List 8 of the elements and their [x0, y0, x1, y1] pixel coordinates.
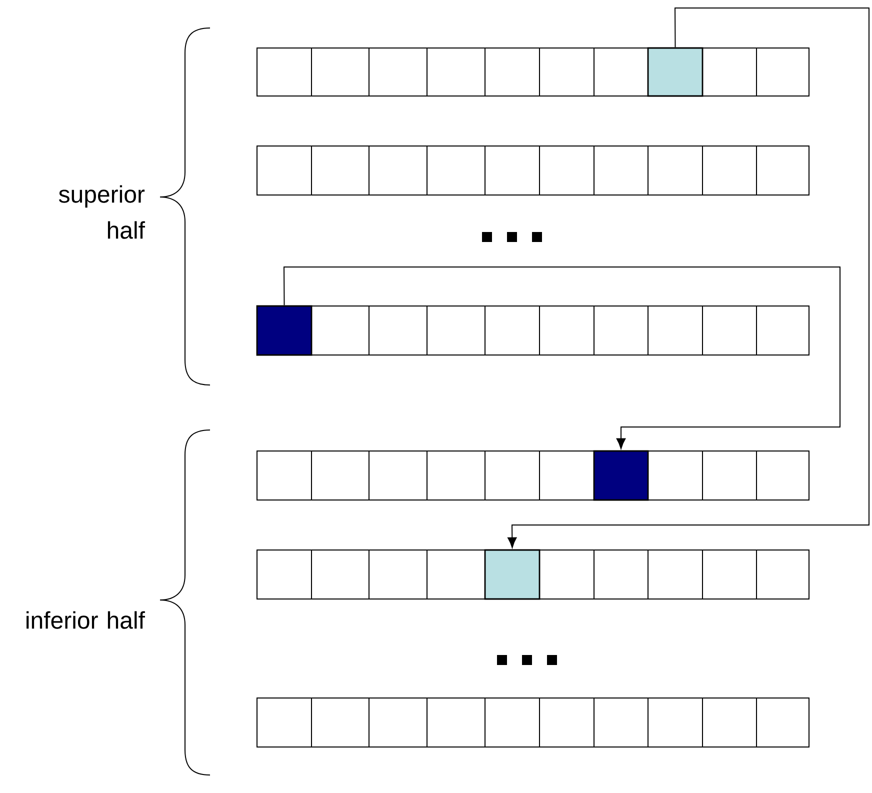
side-label: superior half — [58, 185, 146, 239]
side-label: inferior half — [26, 611, 145, 629]
highlighted-cell — [484, 549, 540, 600]
highlighted-cell — [593, 450, 649, 501]
connector-arrow — [508, 8, 870, 548]
highlighted-cell — [256, 305, 312, 356]
highlighted-cell — [647, 47, 704, 97]
connector-arrow — [284, 266, 840, 449]
